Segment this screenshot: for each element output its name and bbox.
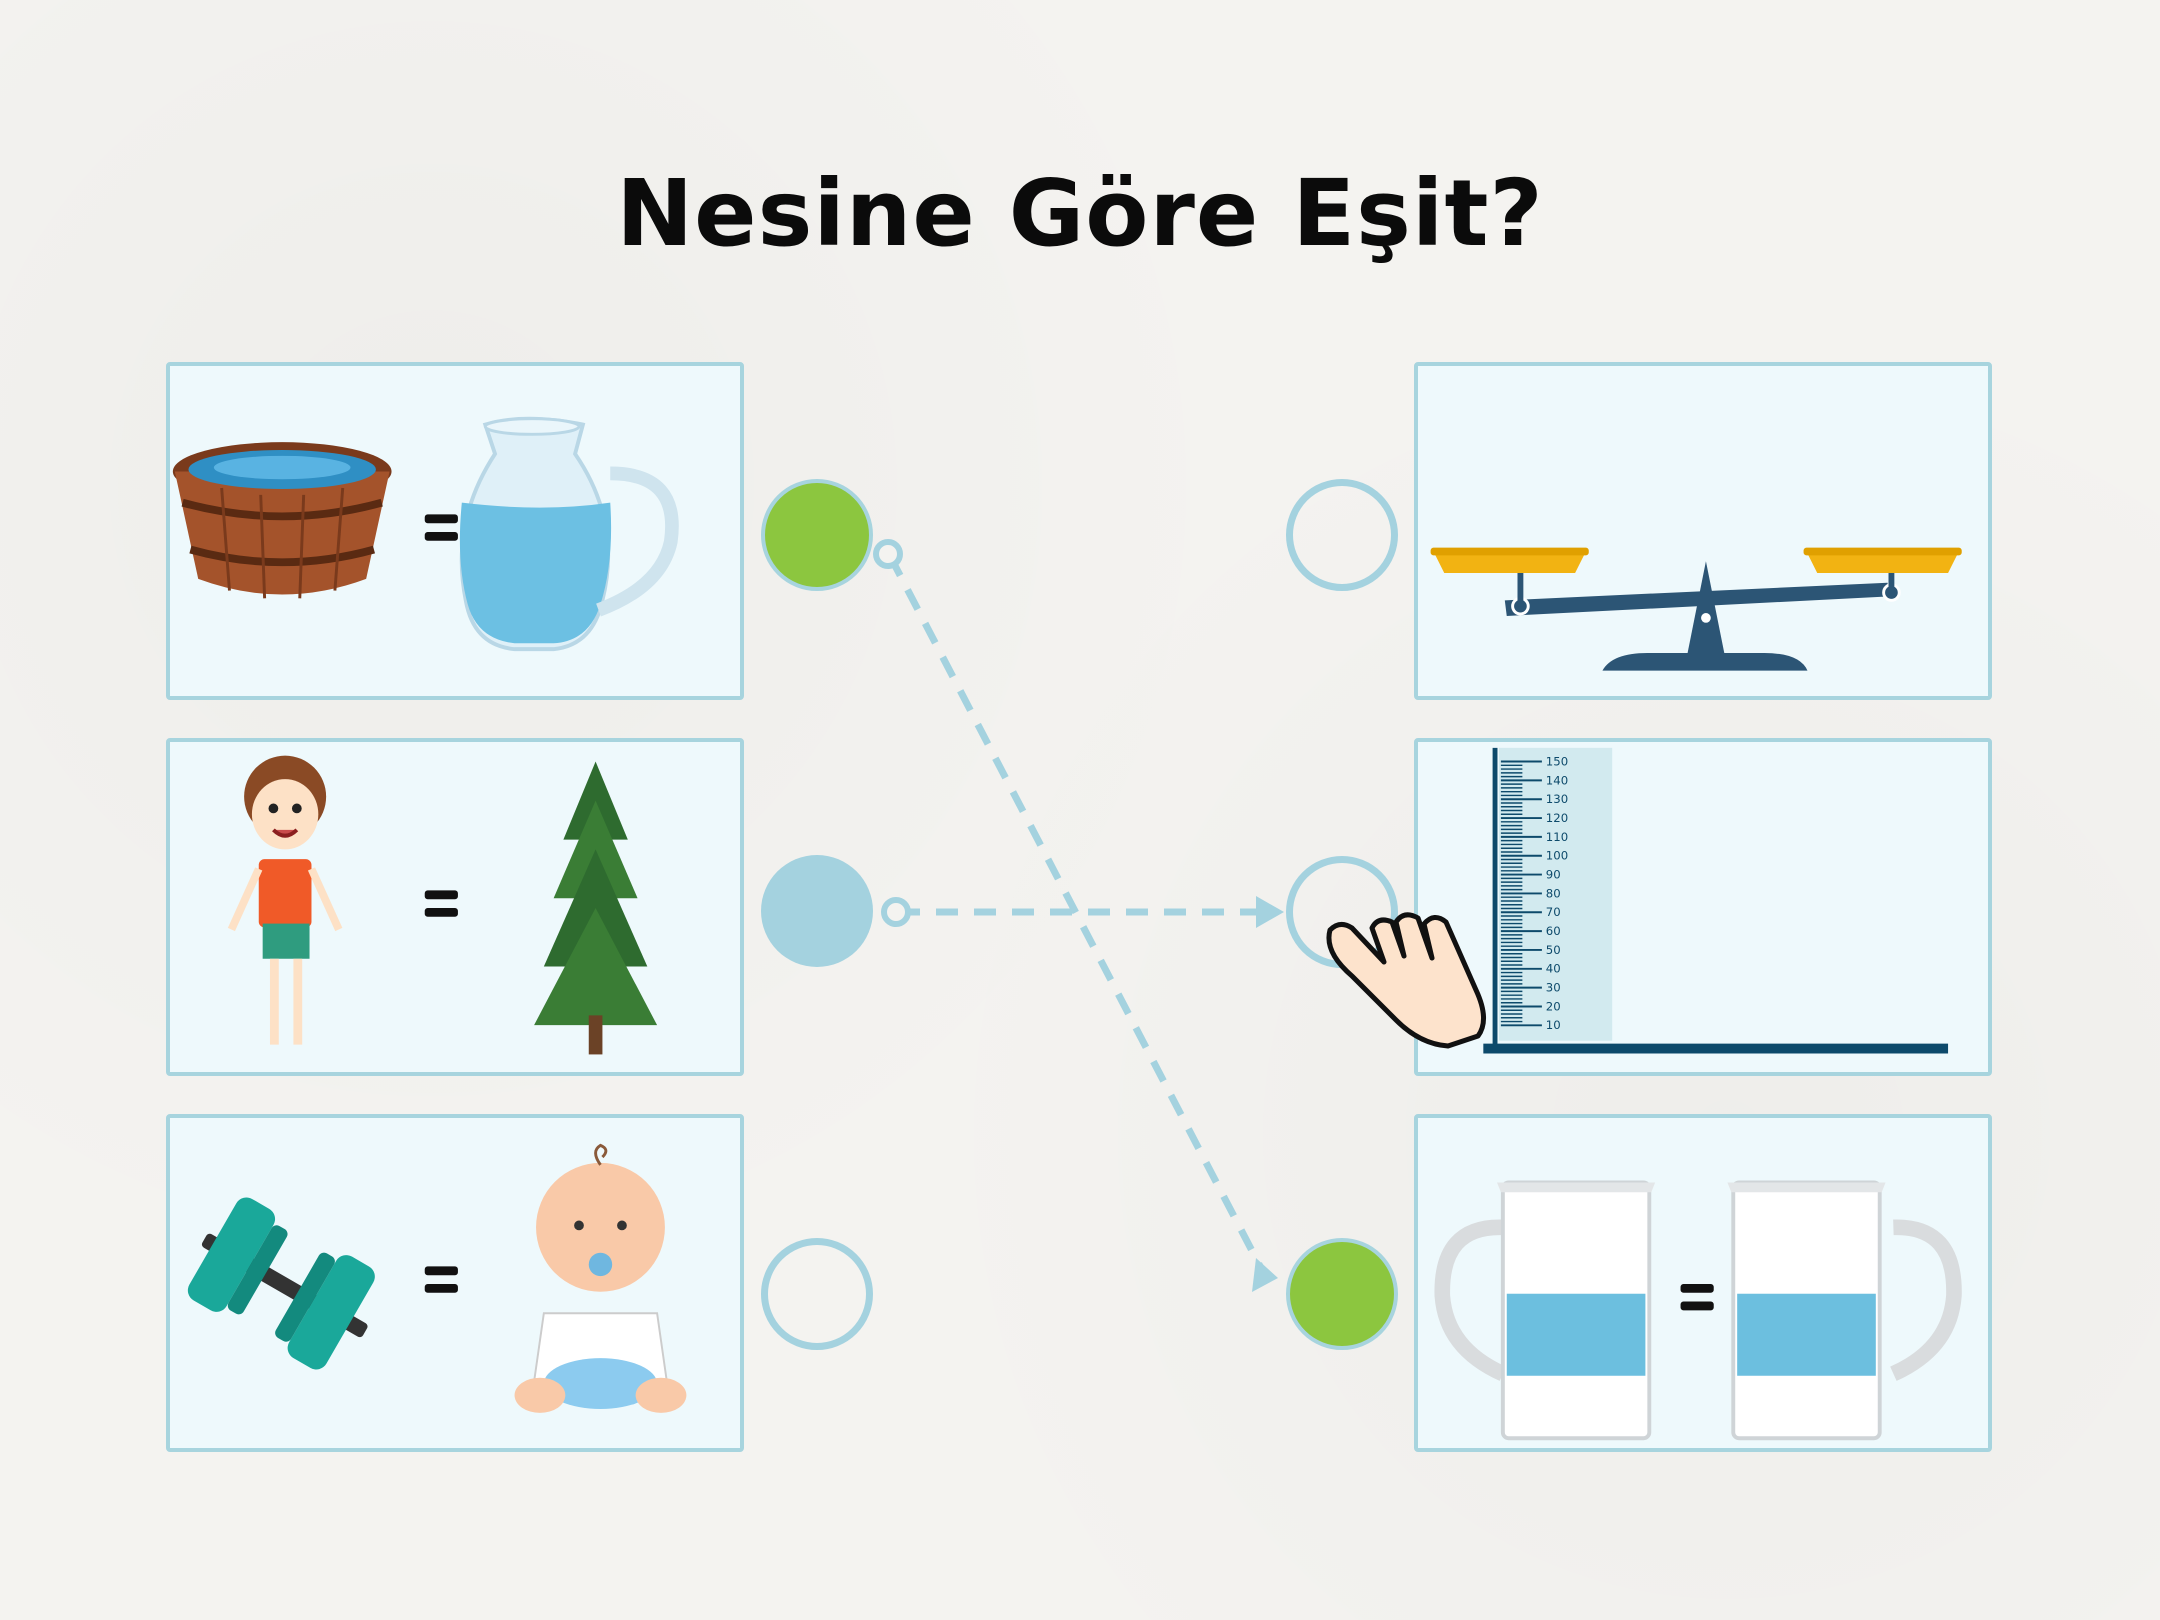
right-card-beakers[interactable]: [1414, 1114, 1992, 1452]
ruler-label: 150: [1546, 754, 1568, 768]
left-card-boy-tree[interactable]: [166, 738, 744, 1076]
beaker-icon: [1434, 1180, 1656, 1441]
ruler-label: 50: [1546, 943, 1561, 957]
equals-icon: [424, 514, 458, 541]
right-node-2[interactable]: [1286, 856, 1398, 968]
ruler-label: 90: [1546, 867, 1561, 881]
baby-icon: [514, 1143, 687, 1413]
connector-line-in-progress: [881, 896, 1284, 928]
boy-icon: [227, 755, 343, 1045]
ruler-illustration: 150 140 130 120 110 100 90 80 70 60 50 40 30 20 10: [1483, 747, 1949, 1054]
ruler-label: 20: [1546, 999, 1561, 1013]
pine-tree-icon: [534, 761, 658, 1055]
left-card-dumbbell-baby[interactable]: [166, 1114, 744, 1452]
equals-icon: [424, 1266, 458, 1293]
ruler-label: 70: [1546, 905, 1561, 919]
dumbbell-baby-illustration: [187, 1143, 687, 1413]
ruler-label: 40: [1546, 962, 1561, 976]
right-node-3[interactable]: [1286, 1238, 1398, 1350]
left-node-1[interactable]: [761, 479, 873, 591]
boy-tree-illustration: [227, 755, 658, 1055]
ruler-label: 140: [1546, 773, 1568, 787]
equals-icon: [424, 890, 458, 917]
balance-scale-icon: [1430, 547, 1962, 671]
page-title: Nesine Göre Eşit?: [616, 160, 1544, 267]
dumbbell-icon: [187, 1197, 375, 1370]
ruler-label: 30: [1546, 981, 1561, 995]
tub-jug-illustration: [172, 416, 679, 652]
left-node-2[interactable]: [761, 855, 873, 967]
left-card-tub-jug[interactable]: [166, 362, 744, 700]
right-card-ruler[interactable]: 150 140 130 120 110 100 90 80 70 60 50 40 30 20 10: [1414, 738, 1992, 1076]
ruler-label: 10: [1546, 1018, 1561, 1032]
ruler-label: 130: [1546, 792, 1568, 806]
water-jug-icon: [459, 416, 679, 652]
ruler-label: 60: [1546, 924, 1561, 938]
right-node-1[interactable]: [1286, 479, 1398, 591]
wooden-tub-icon: [172, 442, 392, 599]
balance-scale-illustration: [1430, 547, 1962, 671]
left-node-3[interactable]: [761, 1238, 873, 1350]
beaker-icon: [1727, 1180, 1962, 1441]
ruler-label: 110: [1546, 830, 1568, 844]
connector-line-matched: [873, 539, 1278, 1292]
right-card-scale[interactable]: [1414, 362, 1992, 700]
ruler-label: 100: [1546, 849, 1568, 863]
ruler-icon: 150 140 130 120 110 100 90 80 70 60 50 40 30 20 10: [1483, 747, 1949, 1054]
equals-icon: [1680, 1283, 1714, 1311]
ruler-label: 80: [1546, 886, 1561, 900]
beakers-illustration: [1434, 1180, 1962, 1441]
ruler-label: 120: [1546, 811, 1568, 825]
